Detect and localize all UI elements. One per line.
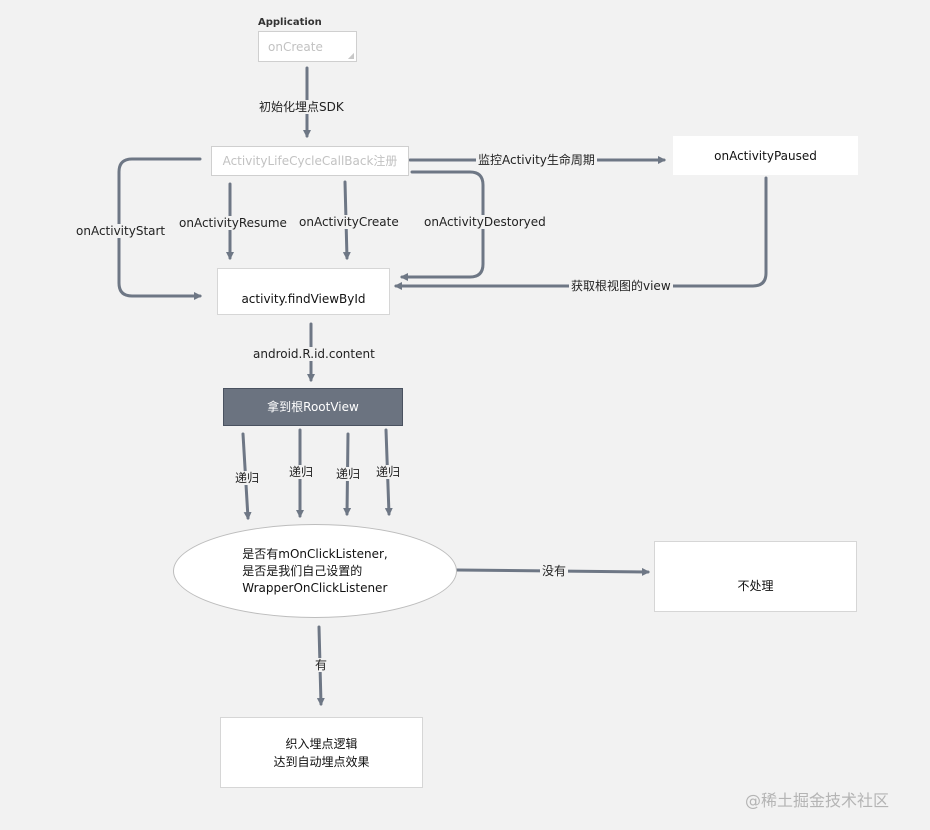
recurse-label-1: 递归 [233,471,262,485]
recurse-label-2: 递归 [287,465,316,479]
content-id-label: android.R.id.content [251,347,377,361]
weave-logic-box: 织入埋点逻辑 达到自动埋点效果 [220,717,423,788]
decision-ellipse: 是否有mOnClickListener, 是否是我们自己设置的 WrapperO… [173,524,457,618]
find-view-by-id-box: activity.findViewById [217,268,390,315]
find-view-by-id-label: activity.findViewById [241,291,366,306]
recurse-label-3: 递归 [334,467,363,481]
get-root-view-label: 获取根视图的view [569,279,673,293]
init-sdk-label: 初始化埋点SDK [257,100,346,114]
on-activity-resume-label: onActivityResume [177,216,289,230]
decision-line-2: 是否是我们自己设置的 [242,563,363,578]
resize-handle-icon: ◢ [347,51,354,60]
weave-line-1: 织入埋点逻辑 [285,736,358,751]
not-handle-box: 不处理 [654,541,857,612]
oncreate-label: onCreate [268,39,323,54]
no-label: 没有 [540,564,569,578]
watermark: @稀土掘金技术社区 [745,791,890,810]
recurse-label-4: 递归 [374,465,403,479]
on-activity-paused-label: onActivityPaused [714,148,817,163]
decision-line-3: WrapperOnClickListener [242,580,388,595]
weave-line-2: 达到自动埋点效果 [273,754,370,769]
lifecycle-callback-label: ActivityLifeCycleCallBack注册 [222,154,398,168]
yes-label: 有 [313,658,330,672]
on-activity-paused-box: onActivityPaused [673,136,858,175]
oncreate-box: onCreate ◢ [258,31,357,62]
root-view-box: 拿到根RootView [223,388,403,426]
on-activity-start-label: onActivityStart [74,224,168,238]
root-view-label: 拿到根RootView [267,400,359,414]
weave-logic-text: 织入埋点逻辑 达到自动埋点效果 [273,735,369,771]
arrow-paused-to-find [394,176,768,290]
lifecycle-callback-box: ActivityLifeCycleCallBack注册 [211,146,409,176]
on-activity-create-label: onActivityCreate [297,215,401,229]
decision-line-1: 是否有mOnClickListener, [242,546,388,561]
decision-text: 是否有mOnClickListener, 是否是我们自己设置的 WrapperO… [242,546,387,597]
monitor-lifecycle-label: 监控Activity生命周期 [476,153,597,167]
on-activity-destoryed-label: onActivityDestoryed [422,215,548,229]
not-handle-label: 不处理 [737,578,774,593]
application-title: Application [258,17,322,28]
